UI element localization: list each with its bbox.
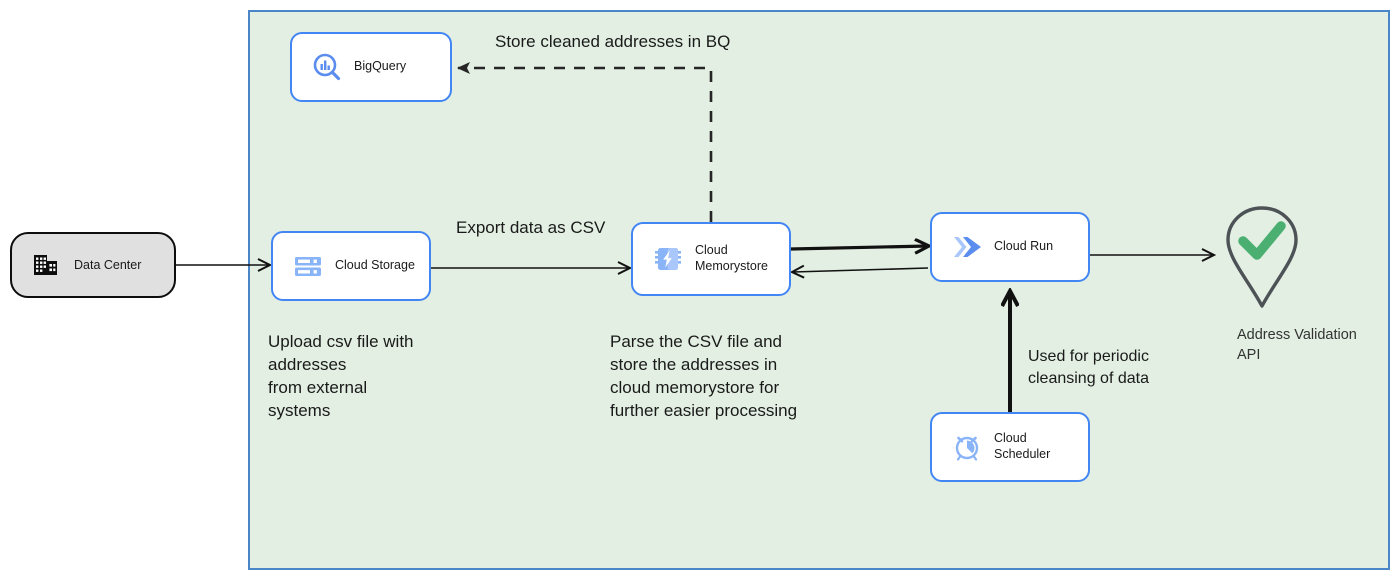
node-cloud-scheduler[interactable]: Cloud Scheduler — [930, 412, 1090, 482]
annotation-scheduler-usage: Used for periodic cleansing of data — [1028, 348, 1149, 387]
edge-label-store-in-bq: Store cleaned addresses in BQ — [495, 32, 731, 51]
node-bigquery[interactable]: BigQuery — [290, 32, 452, 102]
datacenter-building-icon — [32, 251, 60, 279]
bigquery-magnifier-icon — [310, 50, 344, 84]
edge-label-export-csv: Export data as CSV — [456, 218, 606, 237]
node-cloud-storage[interactable]: Cloud Storage — [271, 231, 431, 301]
edge-memorystore-to-bigquery-dashed — [457, 62, 713, 222]
cloud-storage-icon — [291, 249, 325, 283]
edge-memorystore-to-cloudrun — [790, 246, 928, 249]
memorystore-chip-icon — [651, 242, 685, 276]
node-data-center-label: Data Center — [74, 258, 142, 272]
cloud-run-chevron-icon — [950, 230, 984, 264]
node-cloud-run-label: Cloud Run — [994, 239, 1054, 254]
node-cloud-run[interactable]: Cloud Run — [930, 212, 1090, 282]
node-address-validation-api[interactable] — [1218, 203, 1306, 313]
cloud-container-region — [248, 10, 1390, 570]
node-cloud-scheduler-label: Cloud Scheduler — [994, 431, 1051, 461]
address-validation-api-caption: Address Validation API — [1237, 327, 1357, 363]
map-pin-check-icon — [1226, 206, 1298, 308]
node-data-center[interactable]: Data Center — [10, 232, 176, 298]
node-cloud-storage-label: Cloud Storage — [335, 258, 415, 273]
node-cloud-memorystore-label: Cloud Memorystore — [695, 243, 768, 273]
edge-cloudrun-to-memorystore — [793, 268, 929, 272]
annotation-upload-csv: Upload csv file with addresses from exte… — [268, 332, 414, 421]
cloud-scheduler-clock-icon — [950, 430, 984, 464]
annotation-parse-csv: Parse the CSV file and store the address… — [610, 332, 798, 421]
node-cloud-memorystore[interactable]: Cloud Memorystore — [631, 222, 791, 296]
node-bigquery-label: BigQuery — [354, 59, 407, 74]
